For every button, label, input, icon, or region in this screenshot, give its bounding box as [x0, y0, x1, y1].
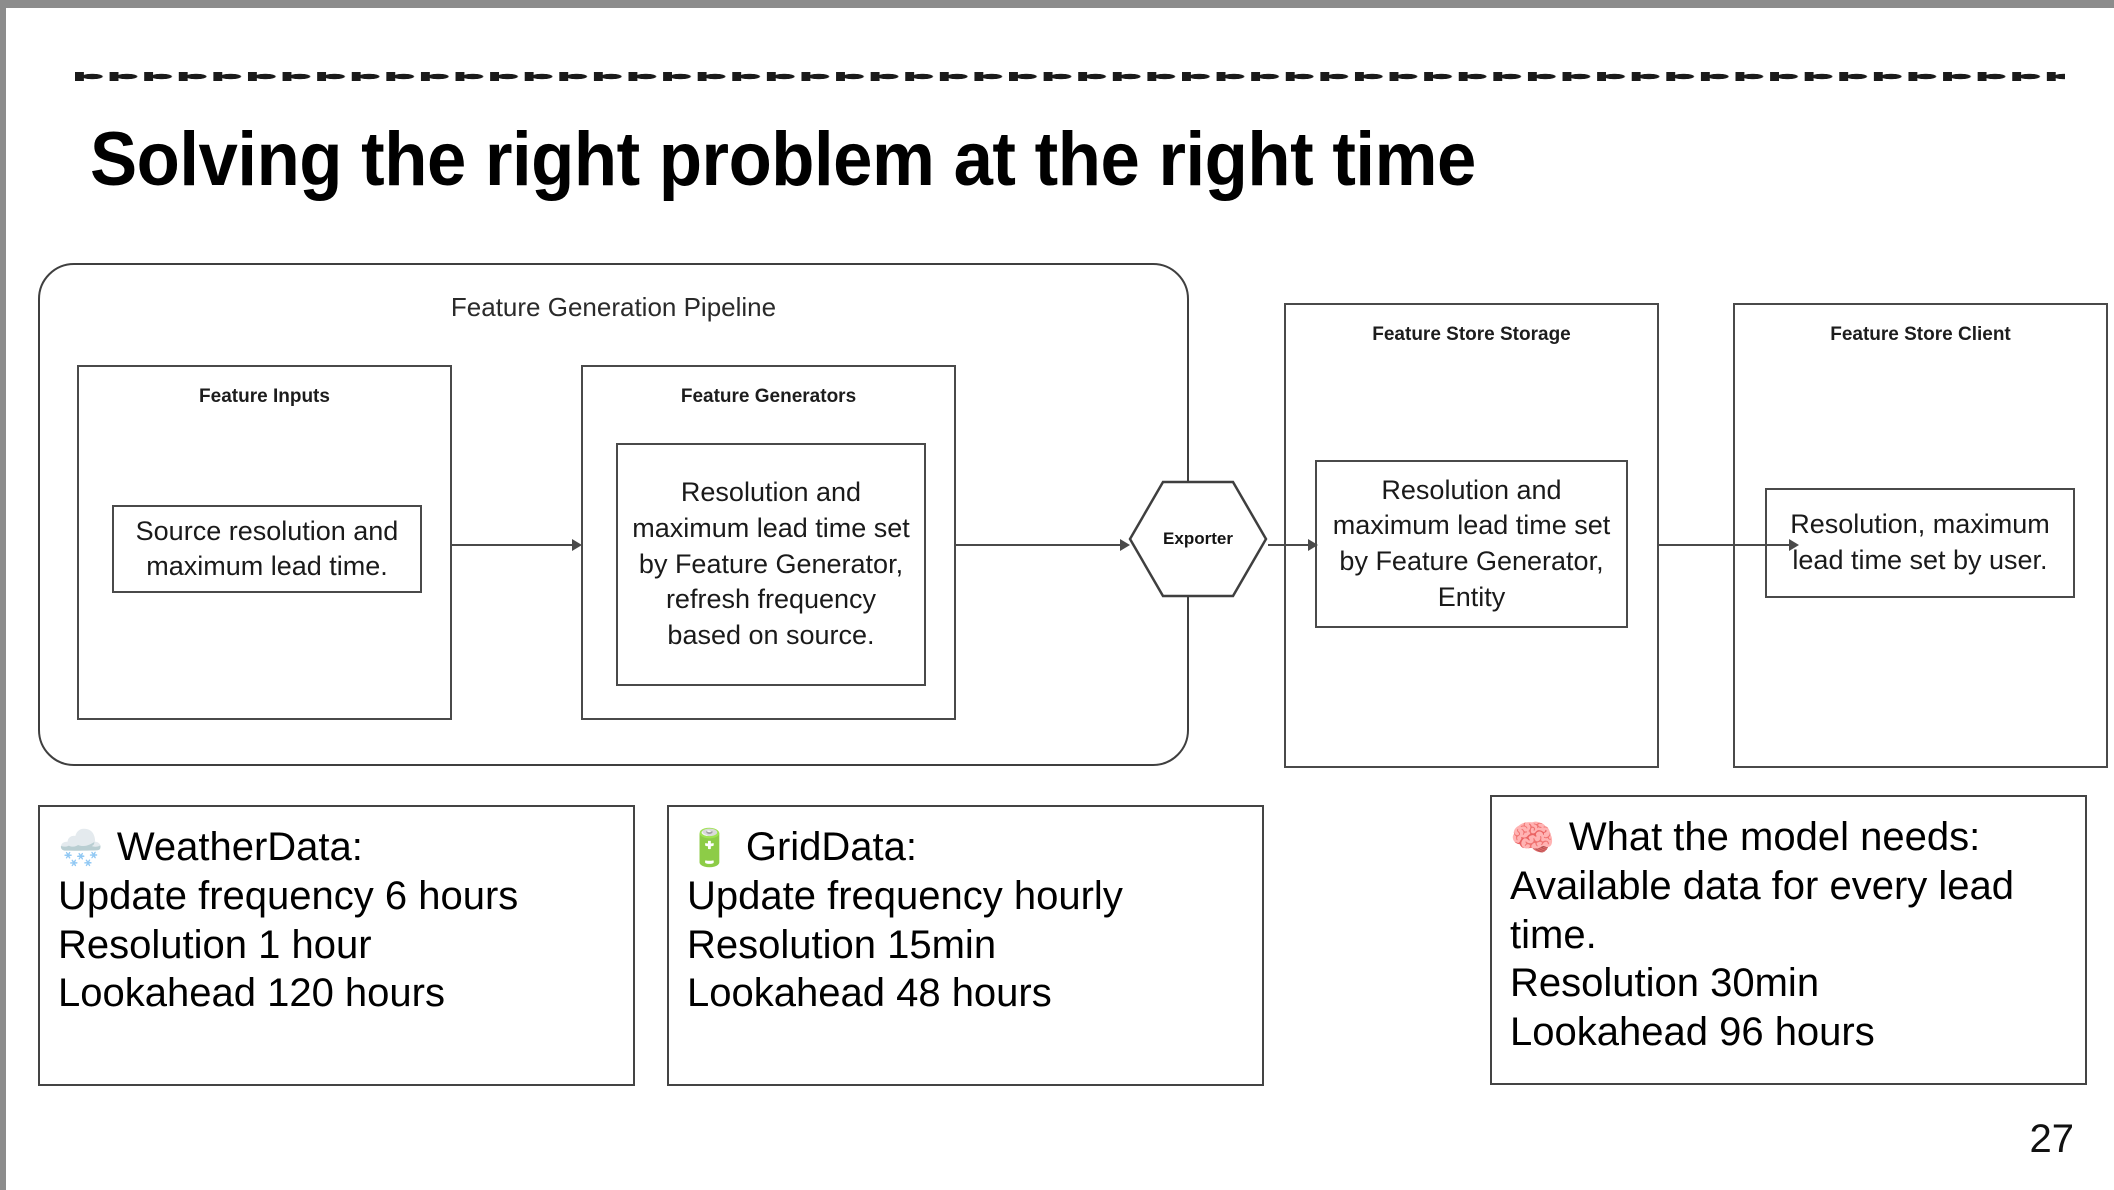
card-weatherdata: 🌨️WeatherData: Update frequency 6 hours …	[38, 805, 635, 1086]
dotted-divider	[75, 72, 2065, 81]
arrow-line	[452, 544, 573, 546]
node-feature-store-client-settings: Resolution, maximum lead time set by use…	[1765, 488, 2075, 598]
card-weatherdata-heading: 🌨️ WeatherData:	[58, 823, 615, 872]
card-model-needs-line-2: Resolution 30min	[1510, 961, 1820, 1006]
battery-icon: 🔋	[687, 828, 732, 869]
card-model-needs-line-1: Available data for every lead time.	[1510, 863, 2015, 957]
card-weatherdata-title: WeatherData:	[116, 825, 363, 869]
group-feature-store-storage-title: Feature Store Storage	[1372, 324, 1571, 345]
arrow-storage-to-client	[1659, 539, 1799, 551]
arrow-head-icon	[572, 539, 582, 551]
node-feature-store-storage-settings: Resolution and maximum lead time set by …	[1315, 460, 1628, 628]
node-source-resolution-text: Source resolution and maximum lead time.	[135, 515, 399, 581]
pipeline-title: Feature Generation Pipeline	[450, 292, 777, 322]
arrow-head-icon	[1308, 539, 1318, 551]
arrow-inputs-to-generators	[452, 539, 582, 551]
card-model-needs: 🧠 What the model needs: Available data fo…	[1490, 795, 2087, 1085]
page-number: 27	[2029, 1117, 2075, 1161]
arrow-line	[1659, 544, 1790, 546]
arrow-head-icon	[1789, 539, 1799, 551]
node-feature-store-client-settings-text: Resolution, maximum lead time set by use…	[1790, 509, 2050, 575]
arrow-generators-to-exporter	[956, 539, 1130, 551]
page-title: Solving the right problem at the right t…	[90, 117, 1476, 202]
card-weatherdata-line-2: Resolution 1 hour	[58, 922, 372, 967]
node-feature-generator-settings-text: Resolution and maximum lead time set by …	[632, 477, 910, 650]
group-feature-inputs-title: Feature Inputs	[199, 386, 330, 407]
card-model-needs-heading: 🧠 What the model needs:	[1510, 813, 2067, 862]
snow-cloud-icon: 🌨️	[58, 828, 103, 869]
brain-icon: 🧠	[1510, 818, 1555, 859]
group-feature-generators-title: Feature Generators	[680, 386, 857, 407]
card-griddata-line-3: Lookahead 48 hours	[687, 971, 1052, 1016]
card-griddata-title: GridData:	[745, 825, 917, 869]
arrow-line	[956, 544, 1121, 546]
node-exporter-label: Exporter	[1163, 529, 1233, 548]
card-griddata: 🔋 GridData: Update frequency hourly Resol…	[667, 805, 1264, 1086]
arrow-line	[1268, 544, 1309, 546]
card-model-needs-line-3: Lookahead 96 hours	[1510, 1010, 1875, 1055]
arrow-exporter-to-storage	[1268, 539, 1318, 551]
card-griddata-line-1: Update frequency hourly	[687, 873, 1123, 918]
node-source-resolution: Source resolution and maximum lead time.	[112, 505, 422, 593]
card-griddata-heading: 🔋 GridData:	[687, 823, 1244, 872]
slide-top-border	[0, 0, 2114, 8]
card-weatherdata-line-3: Lookahead 120 hours	[58, 971, 445, 1016]
card-weatherdata-line-1: Update frequency 6 hours	[58, 873, 519, 918]
node-exporter: Exporter	[1128, 480, 1268, 598]
group-feature-store-client-title: Feature Store Client	[1830, 324, 2011, 345]
card-model-needs-title: What the model needs:	[1568, 815, 1981, 859]
slide-left-border	[0, 0, 6, 1190]
arrow-head-icon	[1120, 539, 1130, 551]
hexagon-icon	[1128, 480, 1268, 598]
card-griddata-line-2: Resolution 15min	[687, 922, 997, 967]
node-feature-store-storage-settings-text: Resolution and maximum lead time set by …	[1332, 474, 1611, 612]
node-feature-generator-settings: Resolution and maximum lead time set by …	[616, 443, 926, 686]
